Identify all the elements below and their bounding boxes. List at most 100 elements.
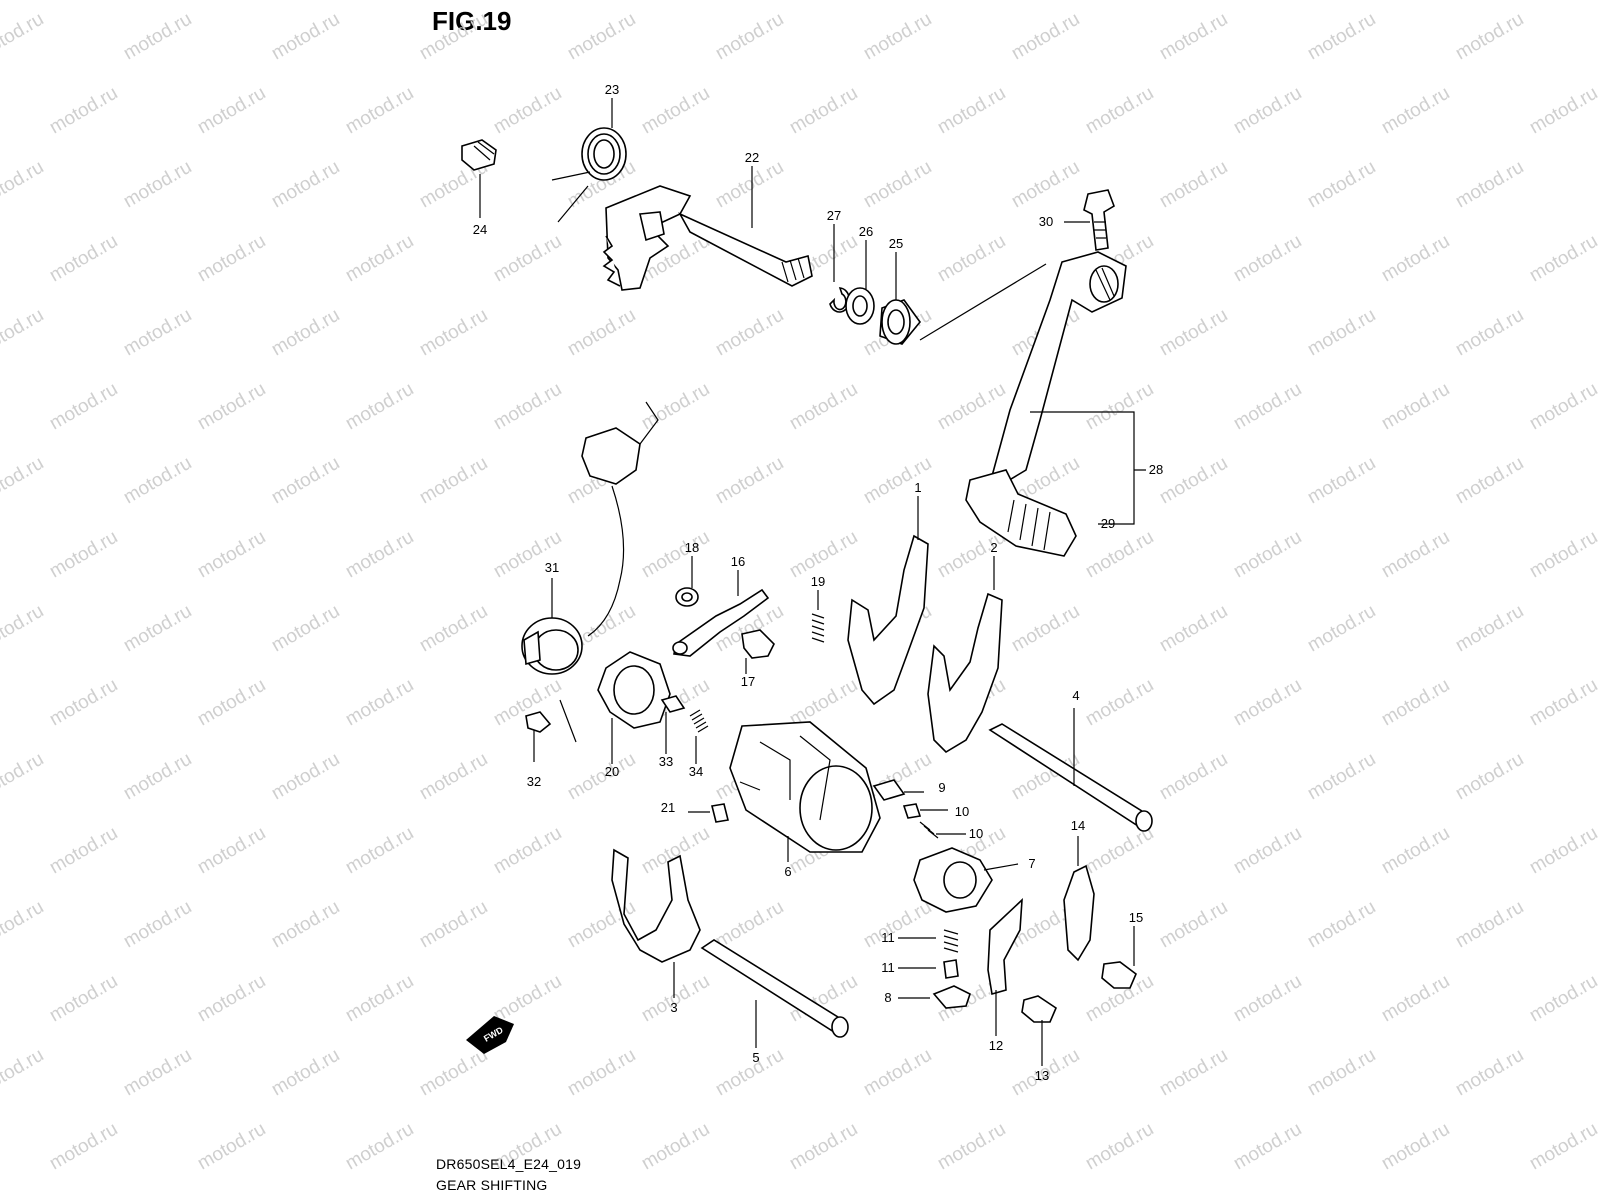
callout-pawl-upper: 9 <box>938 780 945 795</box>
spring-stopper-bolt-drawing <box>461 139 497 171</box>
watermark-text: motod.ru <box>1526 379 1600 435</box>
watermark-text: motod.ru <box>1008 157 1083 213</box>
watermark-text: motod.ru <box>564 1045 639 1101</box>
watermark-text: motod.ru <box>194 1119 269 1175</box>
watermark-text: motod.ru <box>416 453 491 509</box>
watermark-text: motod.ru <box>0 749 47 805</box>
watermark-text: motod.ru <box>120 453 195 509</box>
watermark-text: motod.ru <box>120 305 195 361</box>
watermark-text: motod.ru <box>194 675 269 731</box>
watermark-text: motod.ru <box>1082 379 1157 435</box>
watermark-text: motod.ru <box>712 1045 787 1101</box>
watermark-text: motod.ru <box>564 305 639 361</box>
watermark-text: motod.ru <box>0 897 47 953</box>
watermark-text: motod.ru <box>712 897 787 953</box>
watermark-text: motod.ru <box>416 1045 491 1101</box>
watermark-text: motod.ru <box>638 971 713 1027</box>
callout-screw-guide: 13 <box>1035 1068 1049 1083</box>
callout-oil-seal: 25 <box>889 236 903 251</box>
watermark-text: motod.ru <box>1452 453 1527 509</box>
watermark-text: motod.ru <box>1452 9 1527 65</box>
fork-1-drawing <box>847 534 929 706</box>
watermark-text: motod.ru <box>1452 157 1527 213</box>
watermark-text: motod.ru <box>786 1119 861 1175</box>
watermark-text: motod.ru <box>1378 1119 1453 1175</box>
gearshift-cam-drawing <box>729 721 881 853</box>
watermark-text: motod.ru <box>786 379 861 435</box>
watermark-text: motod.ru <box>416 9 491 65</box>
watermark-text: motod.ru <box>1304 897 1379 953</box>
watermark-text: motod.ru <box>1082 527 1157 583</box>
watermark-text: motod.ru <box>1452 305 1527 361</box>
watermark-text: motod.ru <box>1526 971 1600 1027</box>
watermark-text: motod.ru <box>1378 527 1453 583</box>
watermark-text: motod.ru <box>1304 305 1379 361</box>
watermark-text: motod.ru <box>1156 749 1231 805</box>
watermark-text: motod.ru <box>490 379 565 435</box>
watermark-text: motod.ru <box>416 749 491 805</box>
callout-pin-upper: 10 <box>955 804 969 819</box>
watermark-text: motod.ru <box>1378 675 1453 731</box>
watermark-text: motod.ru <box>0 157 47 213</box>
watermark-text: motod.ru <box>1526 231 1600 287</box>
pin-cam-drawing <box>711 803 729 823</box>
watermark-text: motod.ru <box>194 971 269 1027</box>
watermark-text: motod.ru <box>194 379 269 435</box>
watermark-text: motod.ru <box>268 453 343 509</box>
watermark-text: motod.ru <box>194 823 269 879</box>
callout-spring-stopper-bolt: 24 <box>473 222 487 237</box>
screw-switch-drawing <box>525 699 577 743</box>
watermark-text: motod.ru <box>934 1119 1009 1175</box>
watermark-text: motod.ru <box>342 527 417 583</box>
callout-return-spring: 23 <box>605 82 619 97</box>
watermark-text: motod.ru <box>46 823 121 879</box>
washer-shaft-drawing <box>845 287 875 325</box>
guide-plate-drawing <box>987 898 1023 996</box>
watermark-text: motod.ru <box>1230 83 1305 139</box>
callout-washer-shaft: 26 <box>859 224 873 239</box>
watermark-text: motod.ru <box>0 9 47 65</box>
watermark-text: motod.ru <box>564 749 639 805</box>
watermark-text: motod.ru <box>1526 527 1600 583</box>
callout-spring-upper: 11 <box>881 930 895 945</box>
watermark-text: motod.ru <box>46 83 121 139</box>
callout-fork-1: 1 <box>914 480 921 495</box>
watermark-text: motod.ru <box>1156 1045 1231 1101</box>
watermark-text: motod.ru <box>1008 9 1083 65</box>
callout-spring-arm: 19 <box>811 574 825 589</box>
watermark-text: motod.ru <box>860 9 935 65</box>
callout-screw-switch: 32 <box>527 774 541 789</box>
watermark-text: motod.ru <box>1452 749 1527 805</box>
oil-seal-drawing <box>879 299 922 345</box>
watermark-text: motod.ru <box>860 897 935 953</box>
watermark-text: motod.ru <box>268 749 343 805</box>
watermark-text: motod.ru <box>1378 823 1453 879</box>
watermark-text: motod.ru <box>1230 971 1305 1027</box>
callout-pawl-lower: 8 <box>884 990 891 1005</box>
watermark-text: motod.ru <box>1526 83 1600 139</box>
callout-screw-stopper: 15 <box>1129 910 1143 925</box>
watermark-text: motod.ru <box>712 157 787 213</box>
watermark-text: motod.ru <box>342 231 417 287</box>
gearshift-shaft-drawing <box>602 185 813 291</box>
callout-washer-arm: 18 <box>685 540 699 555</box>
parts-drawing: FWD <box>461 127 1153 1054</box>
watermark-text: motod.ru <box>860 157 935 213</box>
figure-title: FIG.19 <box>432 6 512 36</box>
watermark-text: motod.ru <box>1230 231 1305 287</box>
watermark-text: motod.ru <box>1304 157 1379 213</box>
watermark-text: motod.ru <box>342 1119 417 1175</box>
cam-stopper-plate-drawing <box>597 651 671 729</box>
watermark-text: motod.ru <box>120 749 195 805</box>
watermark-text: motod.ru <box>1156 9 1231 65</box>
watermark-text: motod.ru <box>342 971 417 1027</box>
watermark-text: motod.ru <box>1452 601 1527 657</box>
watermark-text: motod.ru <box>1156 305 1231 361</box>
pin-upper-drawing <box>902 803 922 819</box>
watermark-text: motod.ru <box>0 601 47 657</box>
watermark-text: motod.ru <box>712 305 787 361</box>
watermark-text: motod.ru <box>934 379 1009 435</box>
watermark-text: motod.ru <box>416 897 491 953</box>
watermark-text: motod.ru <box>1304 749 1379 805</box>
callout-spring-lower: 11 <box>881 960 895 975</box>
